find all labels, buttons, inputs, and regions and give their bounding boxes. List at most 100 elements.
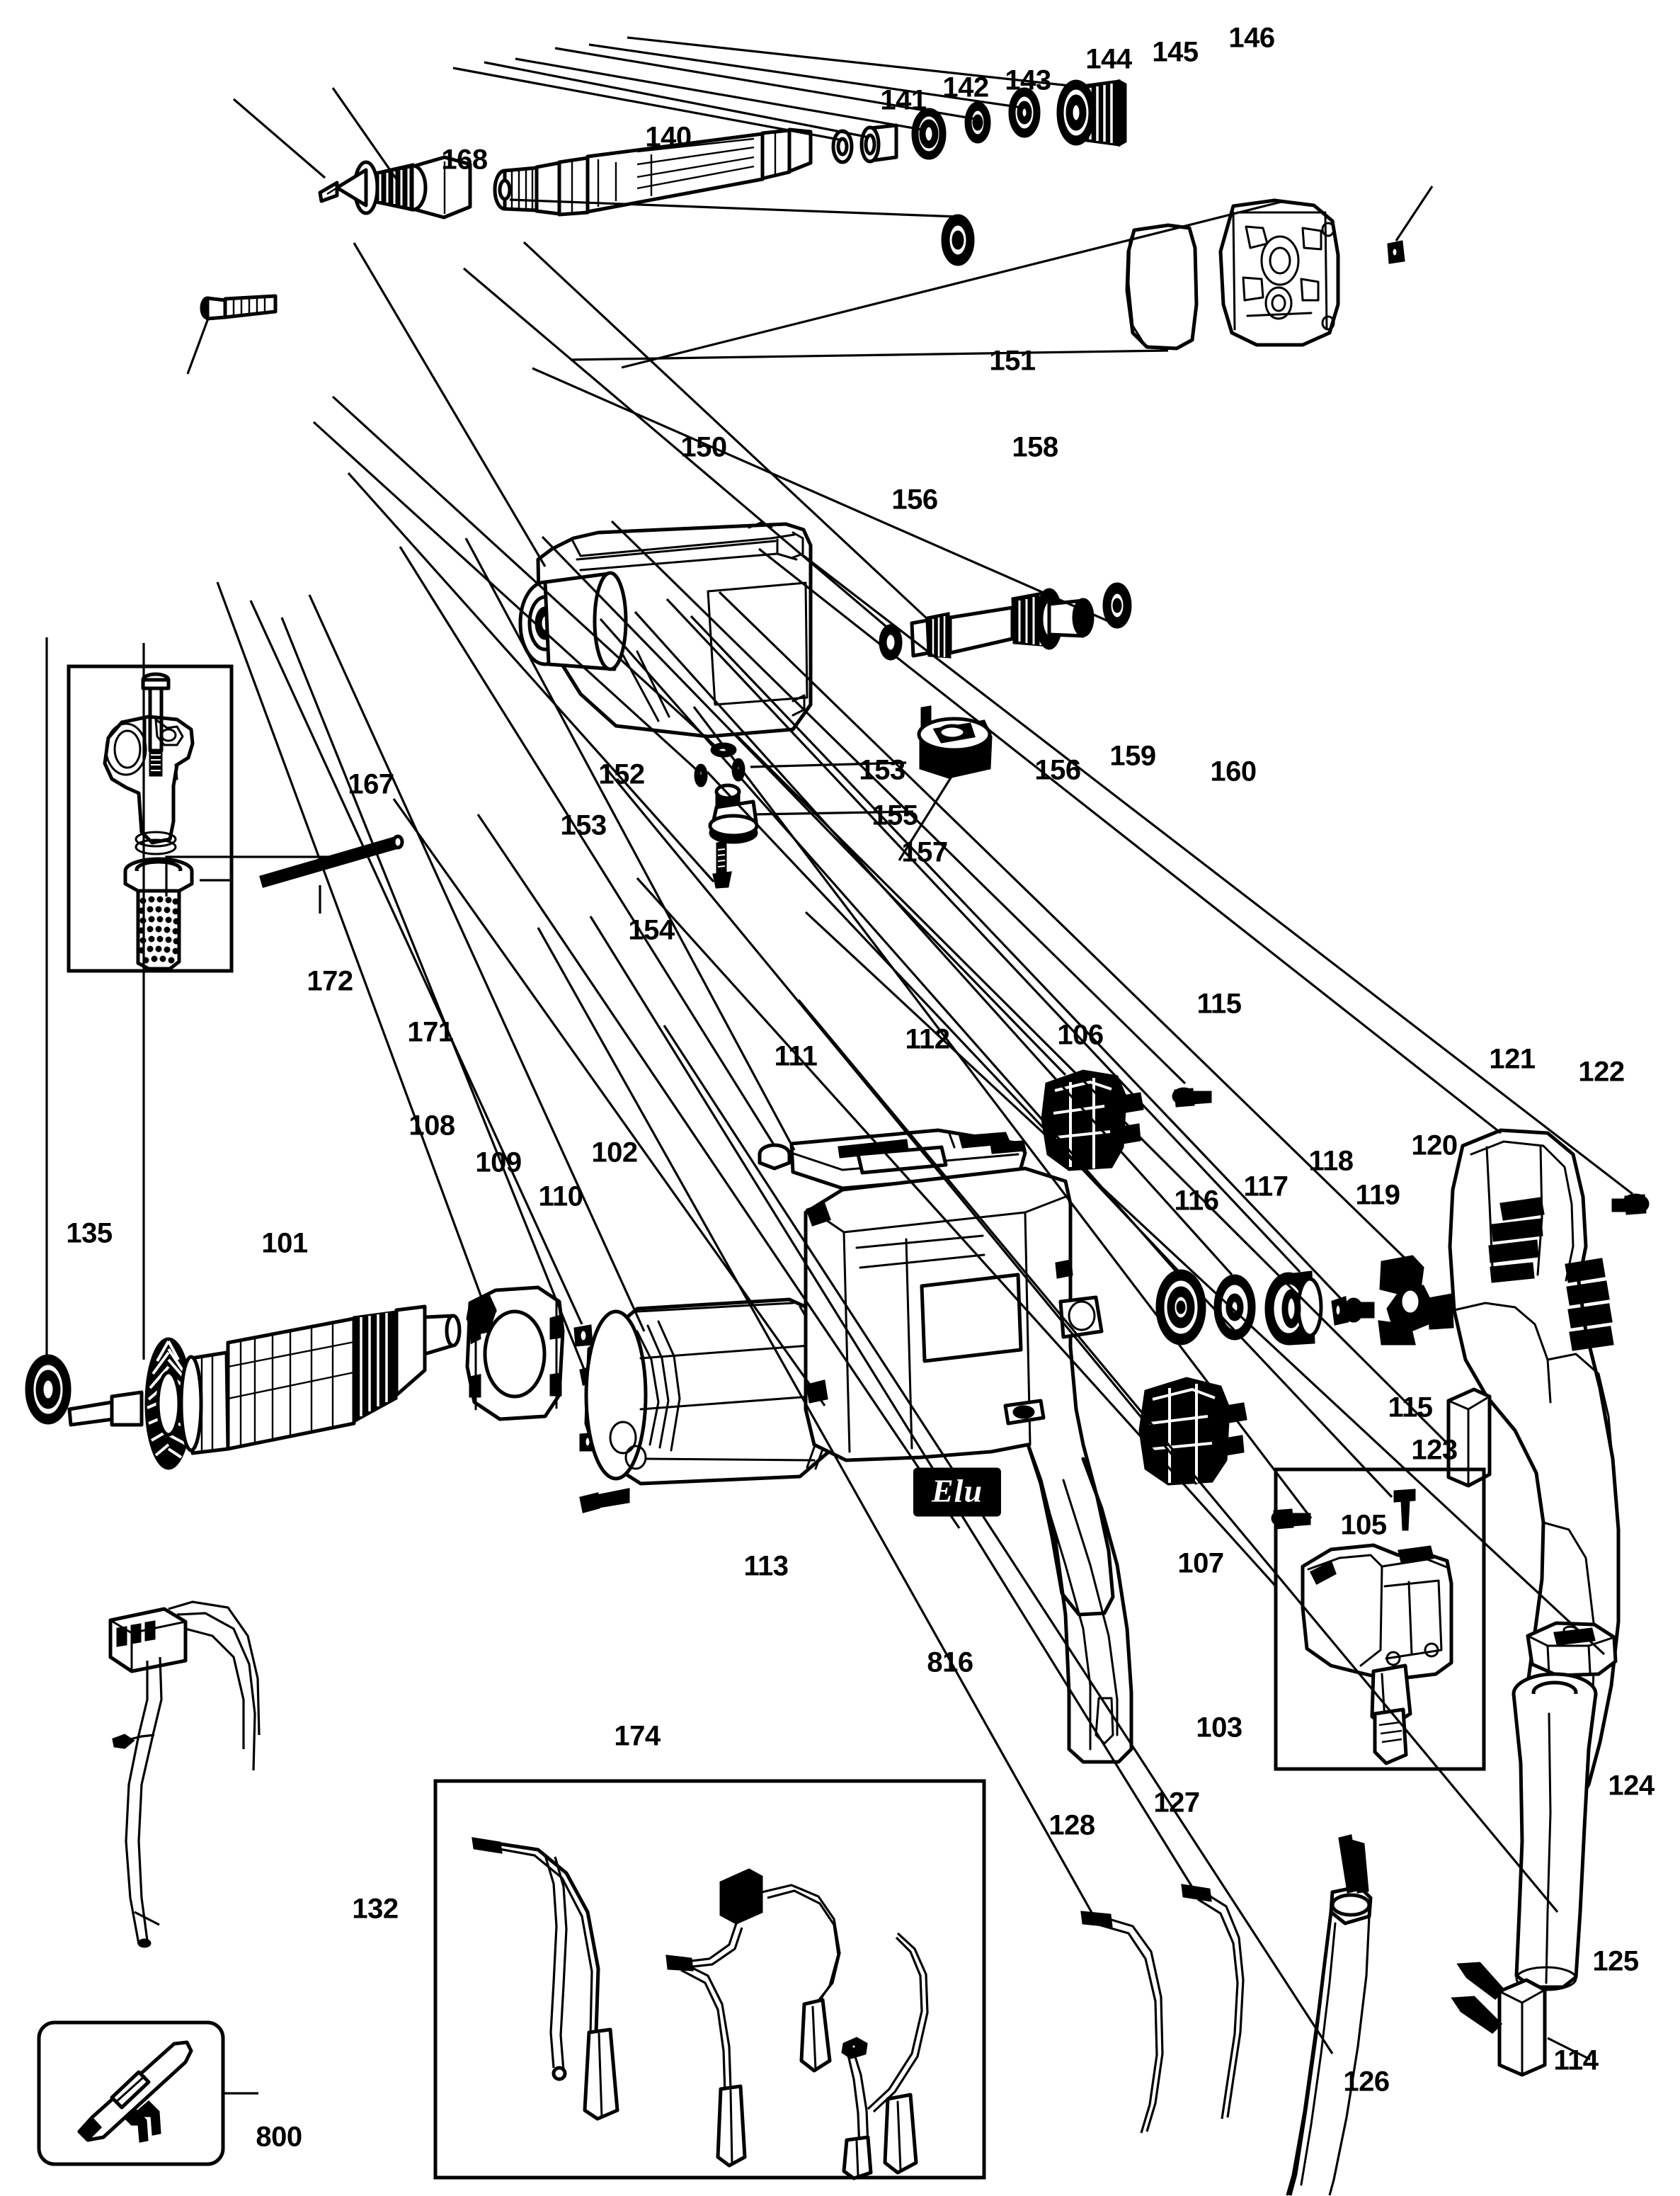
callout-153-right: 153 bbox=[859, 754, 905, 786]
part-side-handle-filter bbox=[123, 857, 194, 971]
part-113-motor-housing bbox=[804, 1166, 1133, 1764]
callout-107: 107 bbox=[1177, 1547, 1224, 1579]
callout-151: 151 bbox=[989, 345, 1036, 377]
part-144-washer bbox=[964, 101, 991, 144]
part-158-pinion-shaft bbox=[910, 588, 1095, 659]
part-126-mains-cord bbox=[1286, 1834, 1373, 2196]
part-156-washer-right bbox=[1102, 582, 1132, 629]
part-174-leads bbox=[472, 1837, 929, 2180]
part-143-ball-bearing bbox=[911, 108, 947, 160]
callout-816: 816 bbox=[927, 1646, 973, 1678]
callout-156-right: 156 bbox=[1034, 754, 1081, 786]
callout-171: 171 bbox=[407, 1016, 454, 1048]
part-111-plug bbox=[758, 1143, 792, 1171]
callout-117: 117 bbox=[1243, 1171, 1288, 1202]
part-106-brush-holder bbox=[1041, 1069, 1144, 1171]
callout-174: 174 bbox=[614, 1720, 661, 1752]
part-115-screw-top bbox=[1172, 1087, 1212, 1108]
callout-125: 125 bbox=[1592, 1945, 1639, 1977]
callout-167: 167 bbox=[348, 768, 394, 800]
part-105-screw bbox=[1393, 1489, 1416, 1531]
part-145-washer bbox=[1008, 87, 1041, 138]
elu-brand-badge: Elu bbox=[913, 1467, 1002, 1517]
part-153-pin-left bbox=[694, 763, 708, 787]
part-146-gear bbox=[1056, 79, 1127, 147]
part-150-gear-case bbox=[518, 521, 813, 739]
part-135-bearing bbox=[25, 1354, 72, 1425]
part-132-connector-lead bbox=[108, 1600, 261, 1948]
callout-115-top: 115 bbox=[1196, 988, 1242, 1020]
callout-118: 118 bbox=[1308, 1145, 1354, 1177]
part-103-switch bbox=[1301, 1543, 1453, 1765]
switch-assembly-box bbox=[706, 770, 1486, 1771]
part-155-selector-knob bbox=[708, 783, 759, 844]
callout-110: 110 bbox=[538, 1181, 583, 1212]
part-114-carbon-brush bbox=[1451, 1962, 1547, 2077]
callout-127: 127 bbox=[1153, 1787, 1200, 1819]
callout-113: 113 bbox=[743, 1550, 789, 1582]
callout-120: 120 bbox=[1411, 1130, 1458, 1161]
callout-109: 109 bbox=[475, 1147, 522, 1178]
callout-160: 160 bbox=[1210, 756, 1257, 787]
callout-132: 132 bbox=[352, 1893, 399, 1925]
callout-135: 135 bbox=[66, 1217, 113, 1249]
callout-168: 168 bbox=[441, 144, 488, 176]
callout-103: 103 bbox=[1196, 1712, 1242, 1743]
part-157-gear-selector bbox=[917, 705, 993, 779]
callout-156-left: 156 bbox=[891, 484, 938, 516]
callout-128: 128 bbox=[1048, 1809, 1095, 1841]
part-107-brush-holder bbox=[1138, 1377, 1247, 1486]
callout-157: 157 bbox=[901, 836, 948, 868]
callout-121: 121 bbox=[1489, 1043, 1536, 1075]
part-109-spacer-top bbox=[573, 1324, 593, 1347]
lead-set-box bbox=[433, 1779, 986, 2180]
part-156-washer-left bbox=[879, 624, 903, 661]
callout-153-left: 153 bbox=[560, 809, 607, 841]
callout-155: 155 bbox=[872, 800, 918, 831]
part-101-armature bbox=[67, 1304, 462, 1470]
part-124-cord-clamp bbox=[1526, 1621, 1618, 1678]
part-122-screw bbox=[1611, 1193, 1650, 1215]
part-125-cord-protector bbox=[1512, 1672, 1598, 1991]
callout-114: 114 bbox=[1553, 2044, 1599, 2076]
callout-105: 105 bbox=[1340, 1509, 1387, 1541]
callout-116: 116 bbox=[1174, 1185, 1219, 1217]
callout-115-lower: 115 bbox=[1388, 1392, 1433, 1423]
callout-800: 800 bbox=[256, 2121, 302, 2153]
callout-140: 140 bbox=[645, 121, 692, 153]
callout-145: 145 bbox=[1152, 36, 1199, 68]
callout-111: 111 bbox=[774, 1040, 818, 1072]
part-161-screw bbox=[1387, 240, 1405, 264]
part-151-washer bbox=[941, 214, 975, 266]
callout-101: 101 bbox=[261, 1227, 308, 1259]
part-168-chuck bbox=[318, 155, 472, 220]
callout-152: 152 bbox=[598, 758, 645, 790]
callout-150: 150 bbox=[680, 431, 727, 463]
part-160-gear-case-cover bbox=[1218, 198, 1340, 347]
part-120-switch-lever bbox=[1378, 1255, 1454, 1346]
part-167-screw bbox=[200, 294, 278, 321]
callout-123: 123 bbox=[1411, 1434, 1458, 1466]
part-128-lead bbox=[1080, 1911, 1164, 2134]
armature-fan bbox=[144, 1337, 193, 1470]
part-119-screw bbox=[1331, 1295, 1375, 1326]
part-800-grease-tube bbox=[77, 2040, 193, 2143]
grease-box bbox=[37, 2020, 225, 2166]
callout-106: 106 bbox=[1057, 1019, 1104, 1051]
callout-143: 143 bbox=[1005, 64, 1051, 96]
part-123-brush-spring bbox=[1446, 1387, 1492, 1488]
part-154-screw bbox=[712, 841, 732, 889]
callout-126: 126 bbox=[1343, 2066, 1390, 2098]
callout-124: 124 bbox=[1608, 1770, 1655, 1802]
side-handle-box bbox=[67, 664, 234, 973]
callout-108: 108 bbox=[408, 1110, 455, 1142]
callout-159: 159 bbox=[1109, 740, 1156, 772]
callout-158: 158 bbox=[1012, 431, 1058, 463]
callout-112: 112 bbox=[905, 1023, 950, 1055]
callout-154: 154 bbox=[628, 914, 675, 946]
callout-119: 119 bbox=[1355, 1179, 1400, 1211]
callout-172: 172 bbox=[307, 965, 353, 997]
callout-144: 144 bbox=[1085, 43, 1132, 75]
callout-142: 142 bbox=[942, 72, 989, 103]
